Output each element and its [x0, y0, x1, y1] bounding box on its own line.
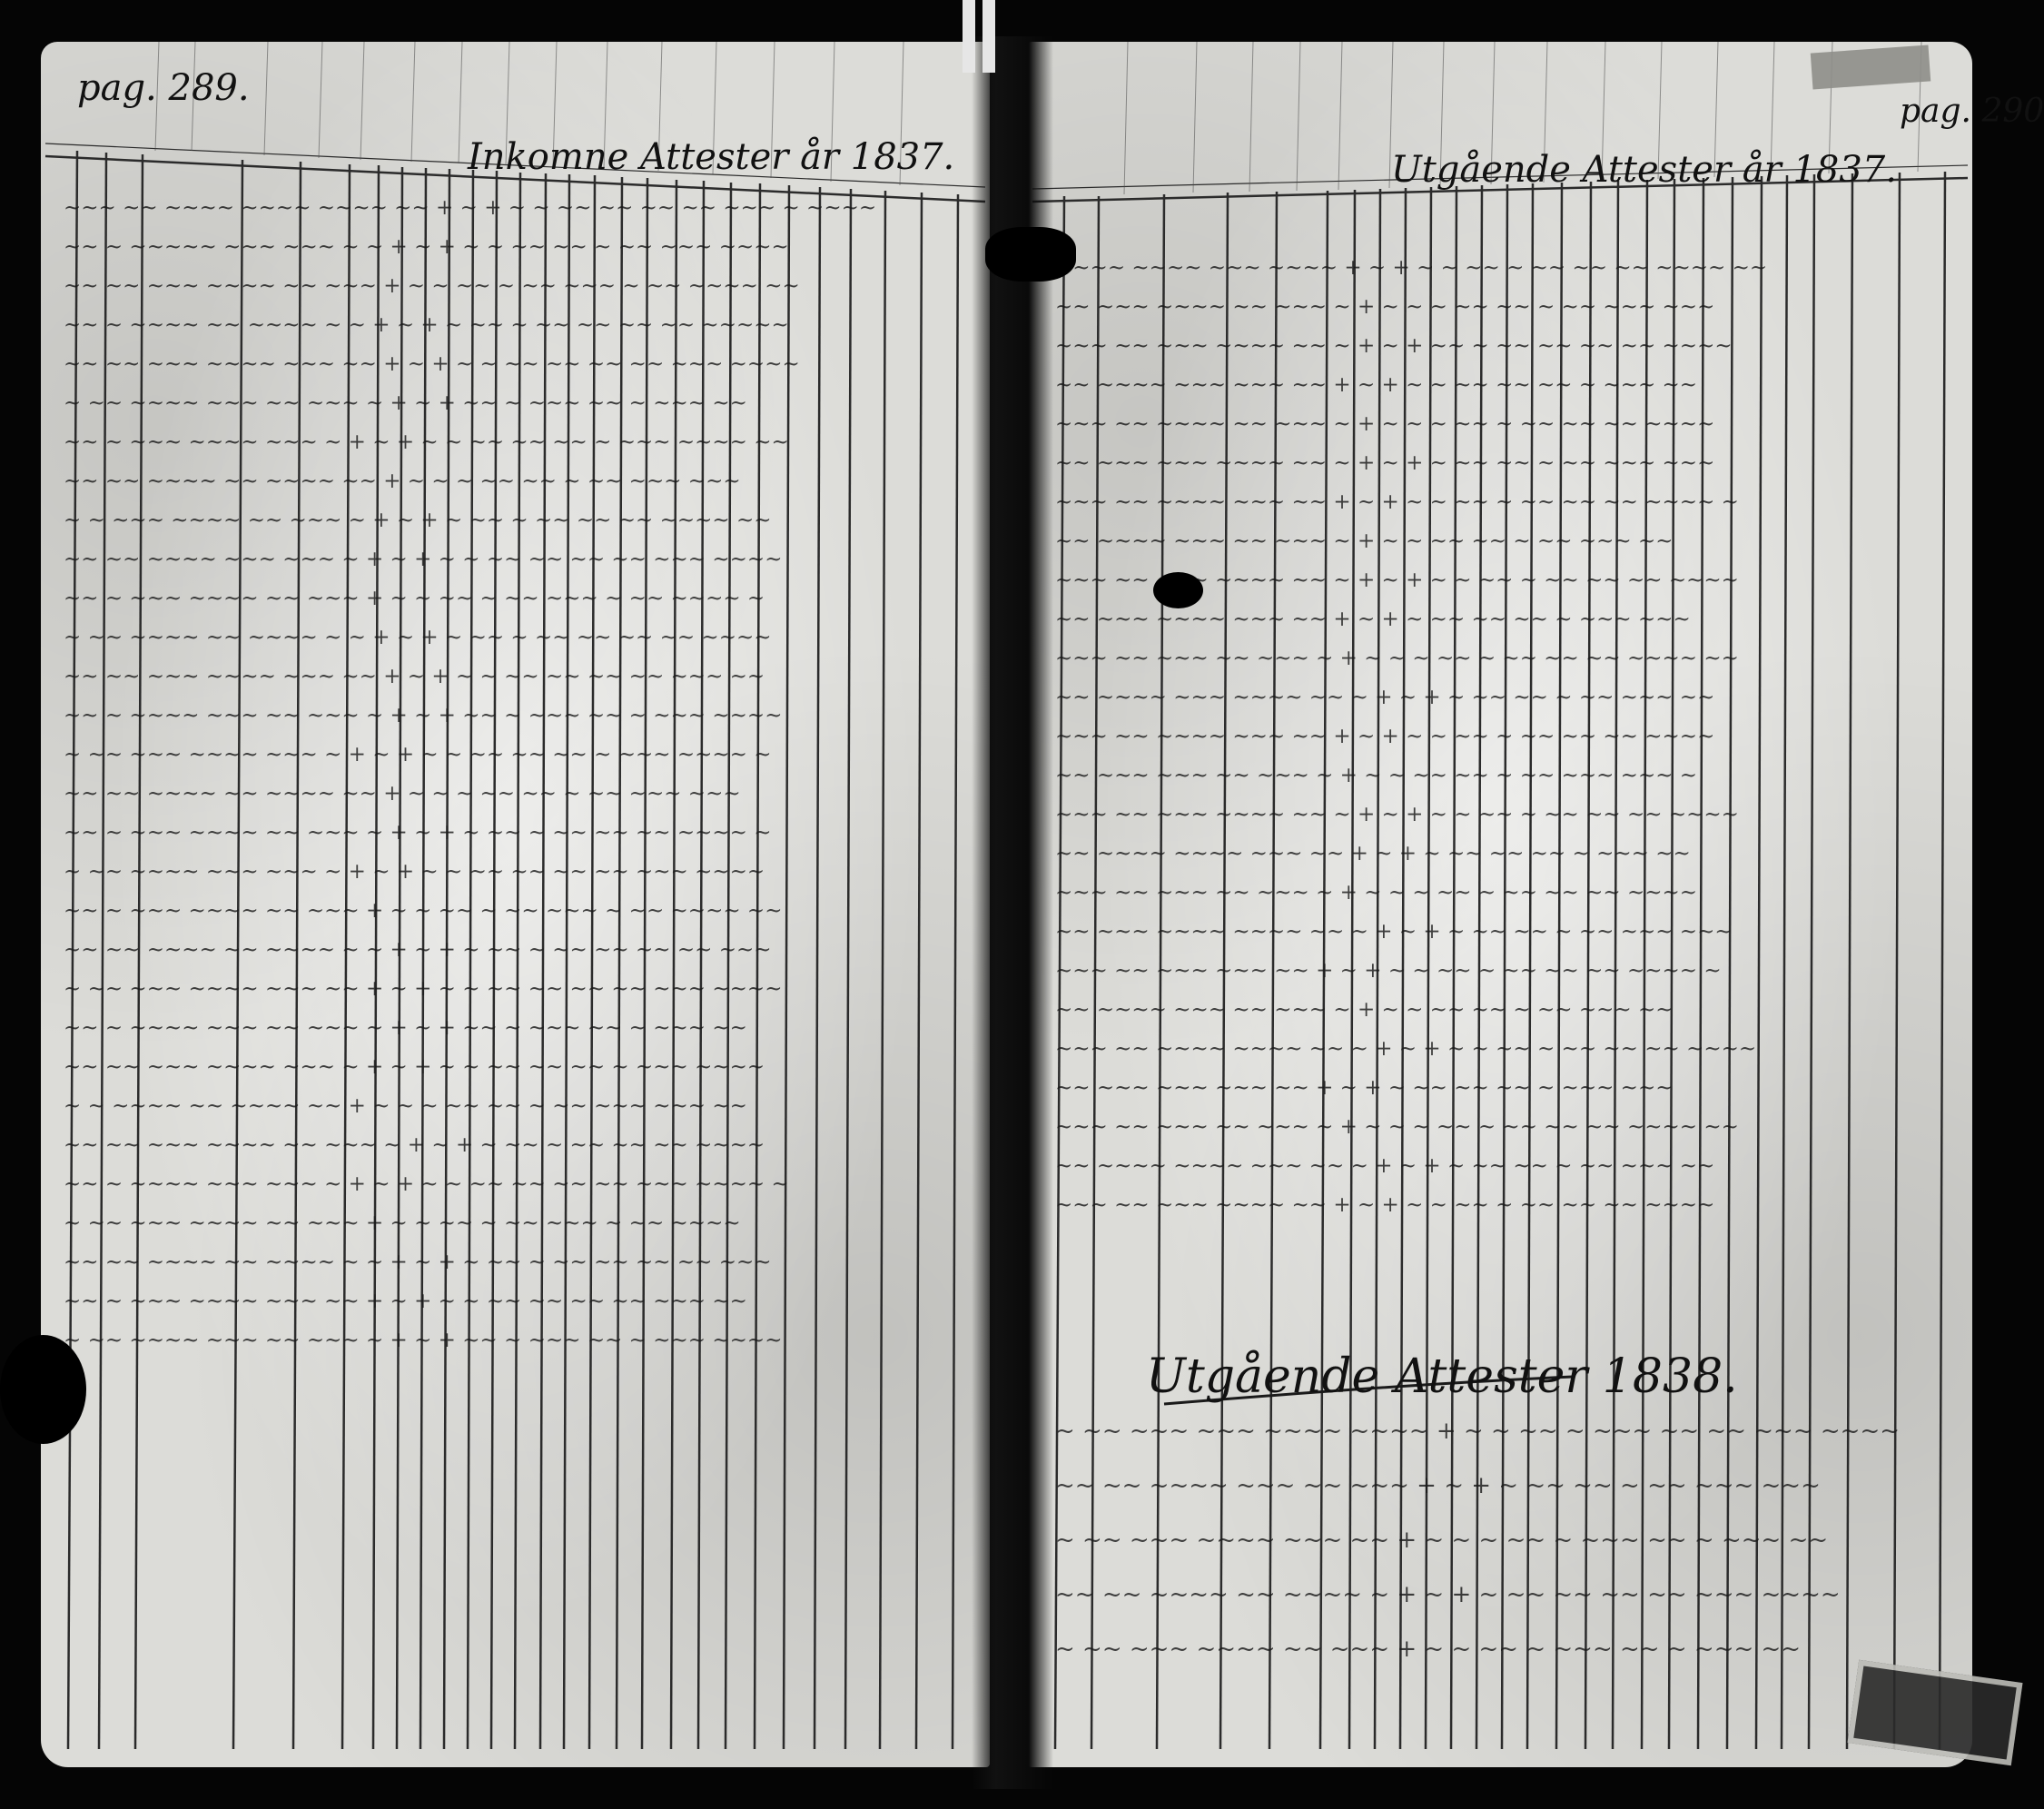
- edge-stain: [0, 1335, 86, 1444]
- right-column-rules: [1032, 41, 1969, 1750]
- page-label-left: pag. 289.: [77, 67, 250, 109]
- binding-thread: [963, 0, 975, 73]
- binding-thread: [983, 0, 995, 73]
- ink-blot: [1153, 572, 1203, 608]
- right-page: pag. 290 Utgående Attester år 1837. Utgå…: [1028, 41, 2044, 1767]
- left-register-entries: ~~~ ~~ ~~~~ ~~~~ ~~~~ ~~ + ~ + ~ ~ ~~ ~~…: [64, 196, 877, 1352]
- book-gutter: [972, 36, 1053, 1789]
- left-column-rules: [44, 41, 986, 1750]
- right-register-entries-1838: ~ ~~ ~~~ ~~~ ~~~~ ~~~~ + ~ ~ ~~ ~ ~~~ ~~…: [1055, 1418, 1901, 1663]
- page-label-right: pag. 290: [1900, 93, 2044, 130]
- left-page: pag. 289. Inkomne Attester år 1837. ~~~ …: [41, 41, 990, 1767]
- section-heading-1838: Utgående Attester 1838.: [1146, 1349, 1738, 1404]
- left-page-heading: Inkomne Attester år 1837.: [468, 136, 955, 178]
- ink-blot: [985, 227, 1076, 282]
- right-register-entries: ~~~~ ~~~~ ~~~ ~~~~ + ~ + ~ ~ ~~ ~ ~~ ~~ …: [1055, 256, 1768, 1217]
- right-page-heading: Utgående Attester år 1837.: [1391, 149, 1897, 191]
